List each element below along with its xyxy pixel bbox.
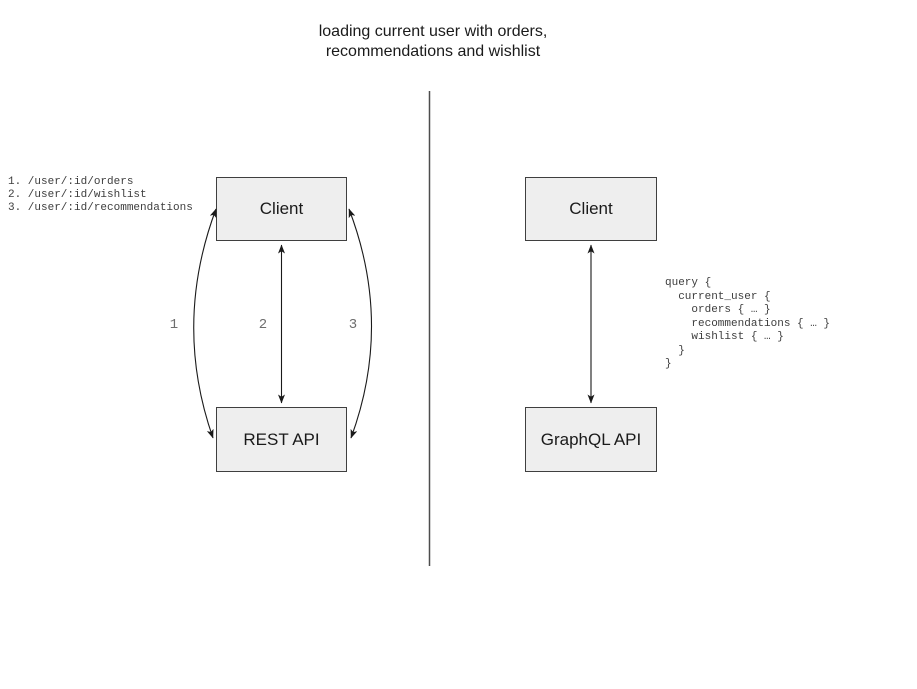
graphql-api-label: GraphQL API <box>540 429 642 449</box>
diagram-title: loading current user with orders, recomm… <box>318 23 548 60</box>
arrow-label-2: 2 <box>258 317 268 333</box>
rest-endpoint-orders: 1. /user/:id/orders <box>8 176 134 188</box>
rest-client-label: Client <box>259 199 304 218</box>
rest-endpoint-list: 1. /user/:id/orders 2. /user/:id/wishlis… <box>8 176 193 215</box>
graphql-client-node: Client <box>525 177 657 241</box>
arrow-label-1: 1 <box>169 317 179 333</box>
rest-api-node: REST API <box>216 407 347 472</box>
graphql-query-snippet: query { current_user { orders { … } reco… <box>665 277 831 370</box>
arrow-label-3: 3 <box>348 317 358 333</box>
rest-arrow-1 <box>193 208 217 439</box>
rest-api-label: REST API <box>243 429 320 449</box>
rest-client-node: Client <box>216 177 347 241</box>
graphql-api-node: GraphQL API <box>525 407 657 472</box>
graphql-client-label: Client <box>569 199 613 218</box>
rest-endpoint-recommendations: 3. /user/:id/recommendations <box>8 202 193 214</box>
rest-endpoint-wishlist: 2. /user/:id/wishlist <box>8 189 147 201</box>
